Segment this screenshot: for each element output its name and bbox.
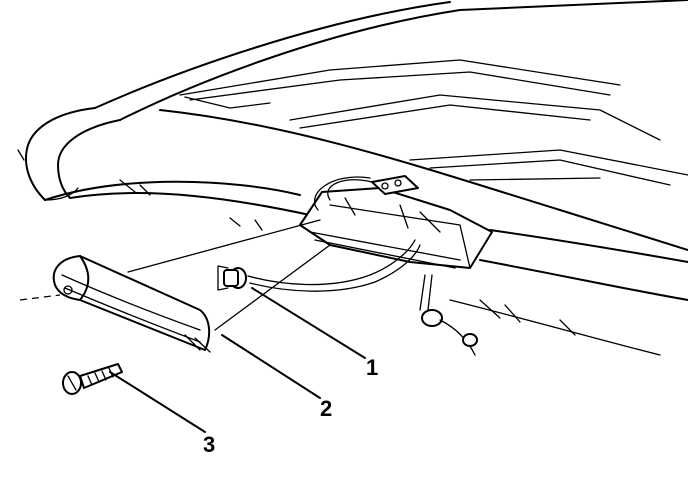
- lamp-lens-housing: [52, 255, 211, 353]
- alignment-lines: [19, 219, 331, 331]
- wiring-harness: [419, 274, 478, 356]
- callout-3-label: 3: [203, 432, 215, 457]
- callout-2-label: 2: [320, 396, 332, 421]
- leader-lines: [109, 287, 366, 433]
- roof-panel: [17, 0, 688, 356]
- lamp-mounting-recess: [299, 175, 493, 269]
- callout-1-label: 1: [366, 355, 378, 380]
- screw: [62, 363, 123, 395]
- bulb-and-socket: [217, 239, 421, 292]
